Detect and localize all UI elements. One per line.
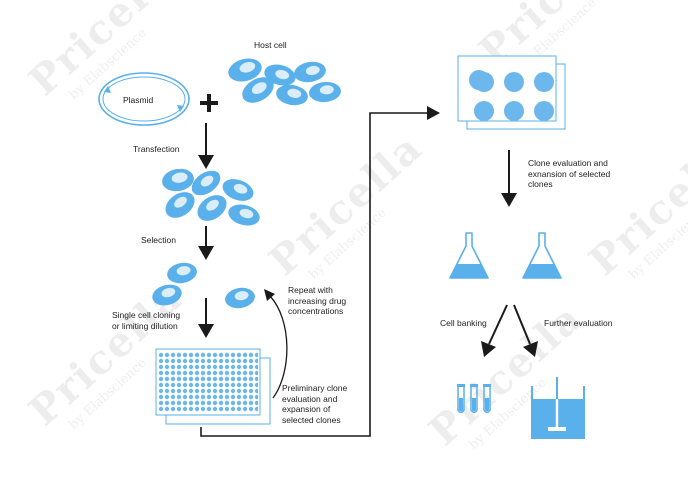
arrow-cell-banking	[481, 304, 508, 357]
repeat-label-line1: Repeat with	[288, 285, 333, 295]
selection-label: Selection	[141, 235, 176, 245]
arrow-further-evaluation	[513, 304, 538, 357]
flask-icon	[449, 232, 489, 279]
host-cells	[228, 58, 341, 106]
preliminary-label-line2: evaluation and	[282, 393, 338, 404]
test-tubes-icon	[457, 384, 491, 414]
plus-icon	[200, 94, 218, 112]
arrow-selection	[198, 226, 214, 260]
clone-eval-label: Clone evaluation and exnansion of select…	[528, 158, 610, 190]
arrow-clone-eval	[501, 150, 517, 207]
flask-icon	[522, 232, 562, 279]
plasmid-icon	[98, 72, 190, 126]
preliminary-label-line1: Preliminary clone	[282, 383, 348, 393]
transfection-label: Transfection	[133, 144, 180, 154]
repeat-arrow	[264, 289, 288, 399]
cell-banking-label: Cell banking	[440, 318, 487, 328]
connector-arrow	[200, 106, 440, 437]
host-cell-label: Host cell	[254, 40, 287, 50]
plasmid-label: Plasmid	[123, 95, 154, 105]
single-cell-label: Single cell cloning or limiting dilution	[112, 310, 180, 331]
single-cell-label-line2: or limiting dilution	[112, 320, 178, 331]
96-well-plate	[155, 348, 271, 425]
clone-eval-label-line3: clones	[528, 179, 553, 189]
repeat-label-line3: concentrations	[288, 306, 344, 316]
clone-eval-label-line2: exnansion of selected	[528, 168, 611, 179]
transfected-cells	[162, 168, 260, 226]
repeat-label: Repeat with increasing drug concentratio…	[288, 285, 346, 317]
clone-eval-label-line1: Clone evaluation and	[528, 158, 608, 168]
preliminary-label: Preliminary clone evaluation and expansi…	[282, 383, 347, 425]
arrow-transfection	[198, 123, 214, 169]
preliminary-label-line3: expansion of	[282, 404, 331, 414]
bioreactor-icon	[531, 377, 585, 439]
6-well-plate	[457, 55, 566, 130]
selected-cells	[152, 262, 255, 309]
repeat-label-line2: increasing drug	[288, 295, 347, 306]
single-cell-label-line1: Single cell cloning	[112, 310, 181, 320]
arrow-single-cell	[198, 298, 214, 338]
preliminary-label-line4: selected clones	[282, 414, 341, 425]
further-evaluation-label: Further evaluation	[544, 318, 613, 328]
